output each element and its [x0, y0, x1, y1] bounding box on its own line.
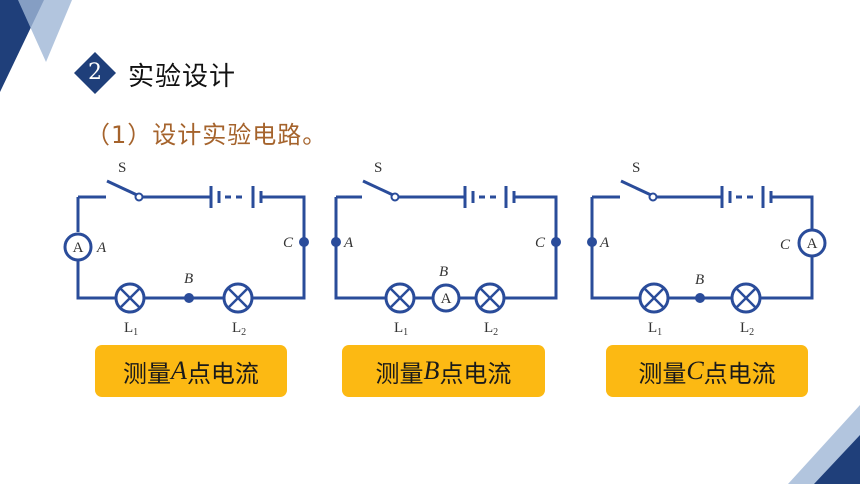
node-c-dot	[551, 237, 561, 247]
lamp-1-label: L1	[648, 320, 662, 338]
lamp-2	[730, 282, 762, 314]
node-a-label: A	[343, 235, 354, 251]
circuit-diagram-b: A S A B C L1 L2	[331, 160, 561, 338]
node-a-label: A	[599, 235, 610, 251]
battery	[720, 186, 779, 208]
wires	[76, 179, 306, 300]
switch-contact	[390, 192, 400, 202]
switch-lever	[620, 179, 652, 197]
lamp-2	[474, 282, 506, 314]
switch-contact	[648, 192, 658, 202]
switch-label: S	[632, 160, 640, 176]
node-a-dot	[587, 237, 597, 247]
switch-contact	[134, 192, 144, 202]
svg-text:A: A	[441, 291, 452, 307]
battery	[463, 186, 522, 208]
corner-decoration-bottom-right	[788, 405, 860, 484]
lamp-1	[384, 282, 416, 314]
switch-lever	[106, 179, 138, 197]
ammeter: A	[63, 232, 93, 262]
node-b-label: B	[439, 264, 448, 280]
wires	[334, 179, 558, 300]
lamp-1-label: L1	[124, 320, 138, 338]
lamp-2-label: L2	[232, 320, 246, 338]
ammeter: A	[431, 283, 461, 313]
svg-text:A: A	[807, 236, 818, 252]
node-b-label: B	[184, 271, 193, 287]
switch-label: S	[374, 160, 382, 176]
section-number-badge	[74, 52, 116, 94]
section-number: 2	[88, 60, 102, 85]
lamp-2-label: L2	[484, 320, 498, 338]
lamp-1	[638, 282, 670, 314]
node-c-label: C	[780, 237, 791, 253]
node-c-label: C	[283, 235, 294, 251]
svg-text:A: A	[73, 240, 84, 256]
section-title: 实验设计	[128, 62, 237, 92]
node-b-dot	[695, 293, 705, 303]
wires	[590, 179, 814, 300]
node-a-dot	[331, 237, 341, 247]
node-a-label: A	[96, 240, 107, 256]
lamp-1	[114, 282, 146, 314]
node-b-label: B	[695, 272, 704, 288]
lamp-2	[222, 282, 254, 314]
switch-label: S	[118, 160, 126, 176]
node-c-dot	[299, 237, 309, 247]
ammeter: A	[797, 228, 827, 258]
subtitle: （1）设计实验电路。	[86, 121, 328, 149]
battery	[209, 186, 270, 208]
circuit-diagram-c: A S A B C L1 L2	[587, 160, 827, 338]
node-c-label: C	[535, 235, 546, 251]
node-b-dot	[184, 293, 194, 303]
circuit-diagram-a: A S A B C L1 L2	[63, 160, 309, 338]
lamp-2-label: L2	[740, 320, 754, 338]
switch-lever	[362, 179, 394, 197]
corner-decoration-top-left	[0, 0, 72, 92]
lamp-1-label: L1	[394, 320, 408, 338]
